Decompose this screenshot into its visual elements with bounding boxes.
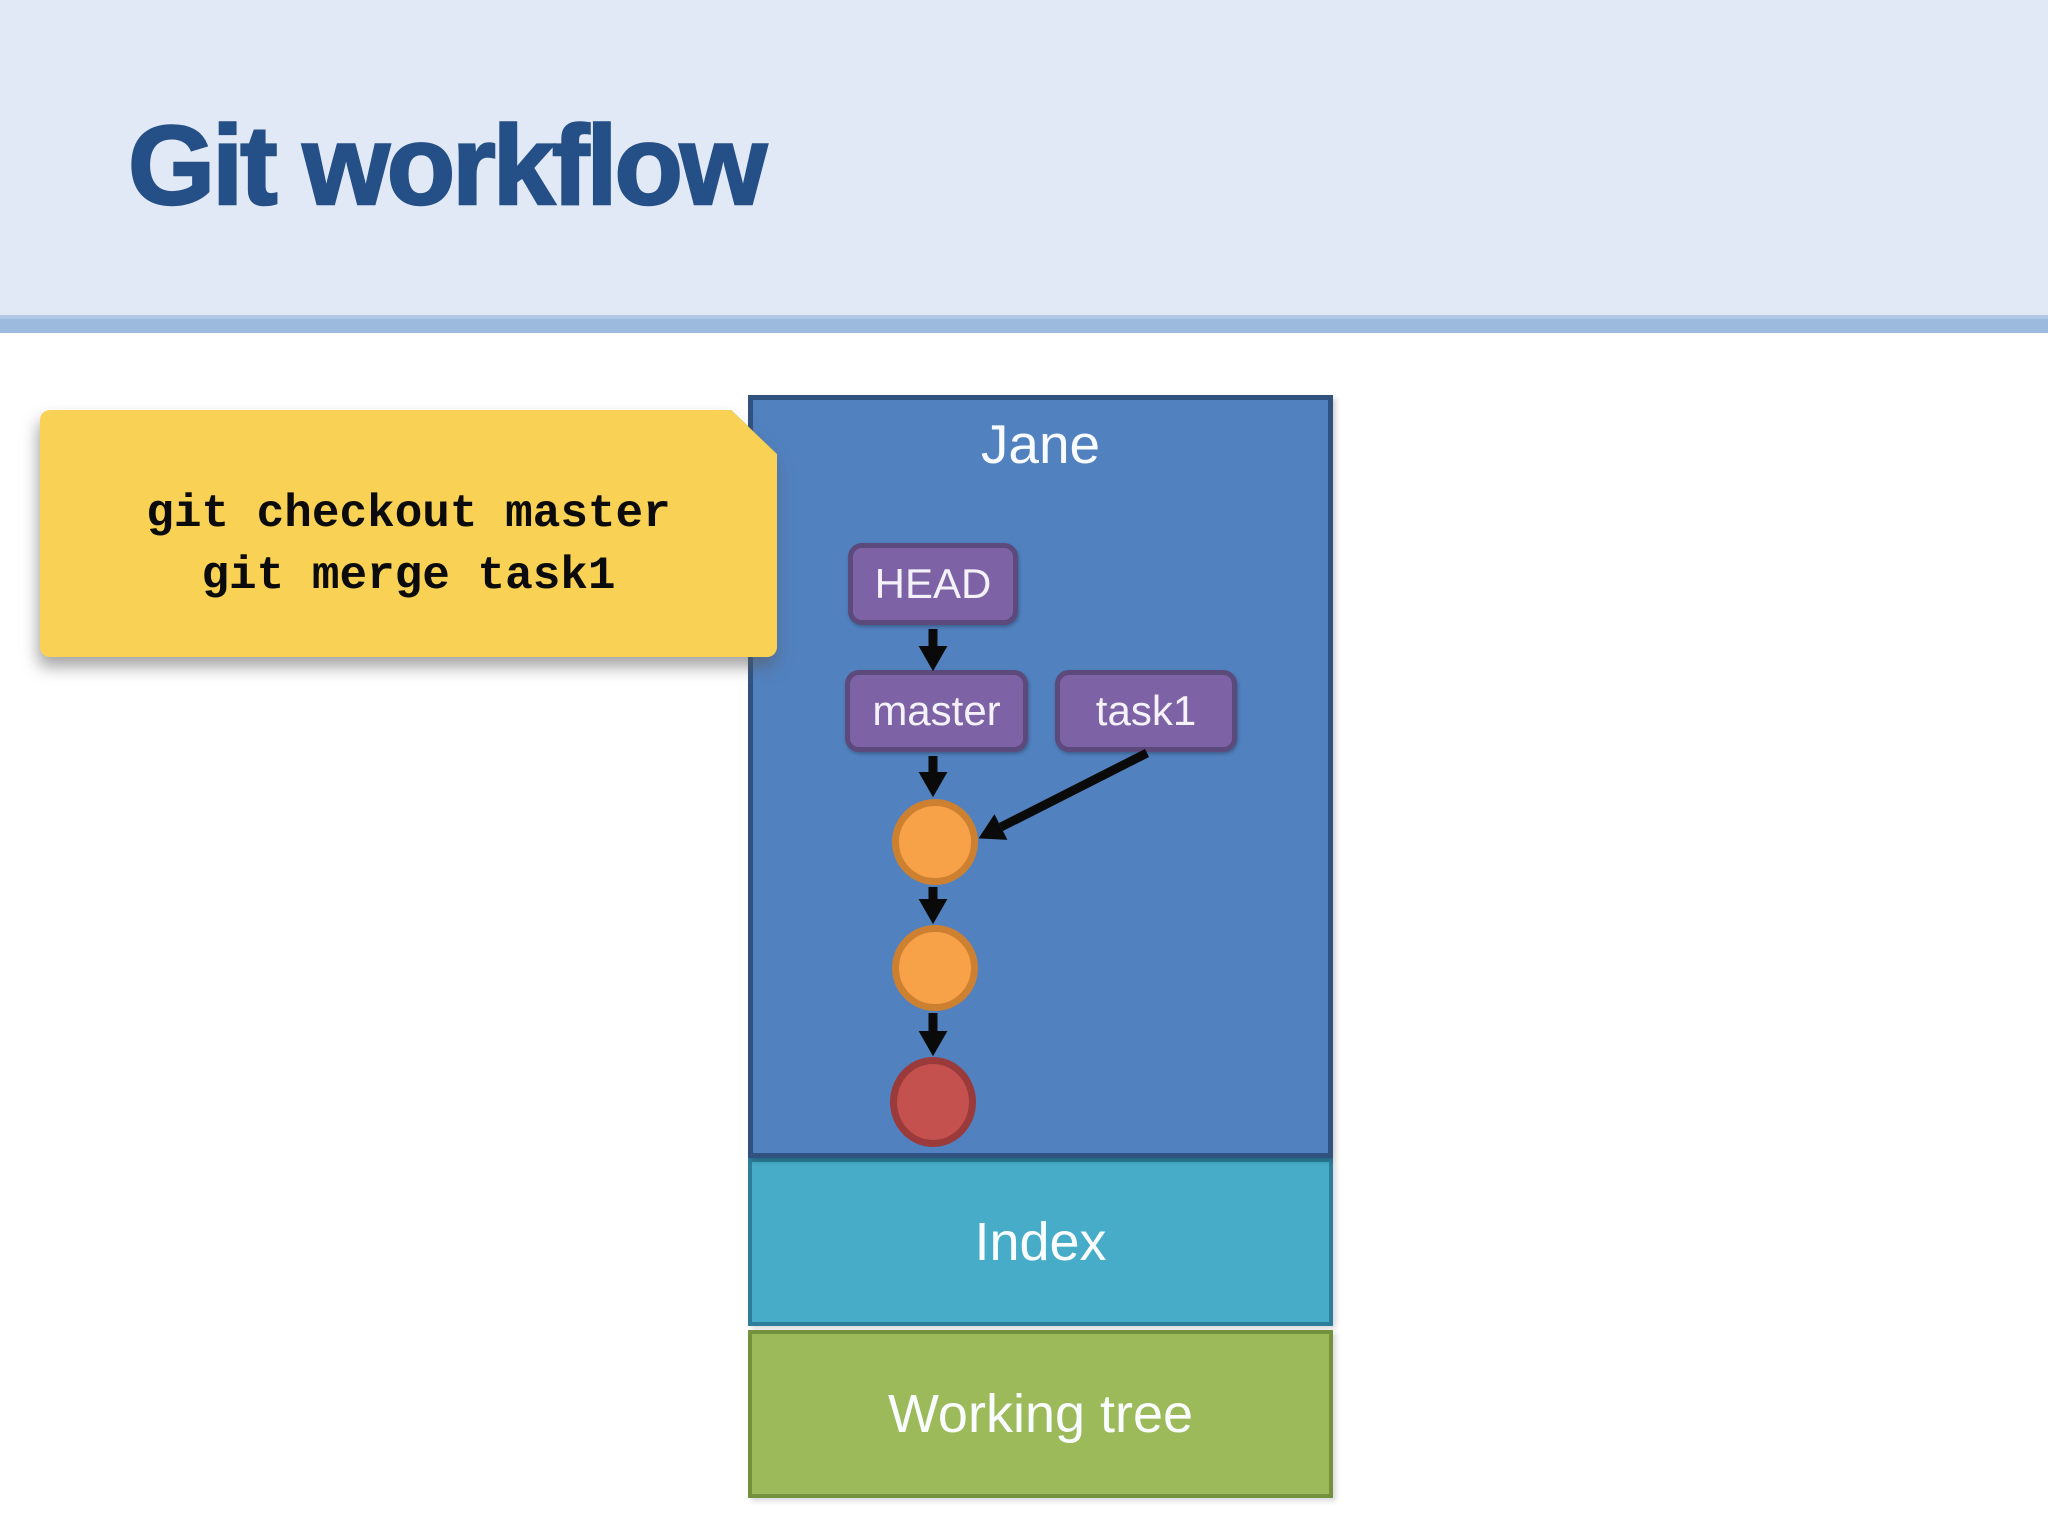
head-ref-box: HEAD: [848, 543, 1018, 625]
header-band: [0, 0, 2048, 315]
commit-node-2: [892, 925, 978, 1011]
page-title: Git workflow: [127, 103, 769, 229]
code-line-2: git merge task1: [201, 549, 616, 602]
branch-ref-box-task1: task1: [1055, 670, 1237, 752]
head-ref-label: HEAD: [874, 560, 992, 607]
working-tree-band: Working tree: [748, 1330, 1333, 1498]
commit-node-1: [892, 799, 978, 885]
branch-task1-label: task1: [1095, 687, 1197, 734]
repo-panel-jane: Jane HEAD master task1: [748, 395, 1333, 1158]
code-line-1: git checkout master: [146, 487, 671, 540]
commit-node-3: [890, 1057, 976, 1147]
index-label: Index: [974, 1212, 1107, 1272]
header-divider: [0, 315, 2048, 333]
branch-master-label: master: [872, 687, 1001, 734]
branch-ref-box-master: master: [845, 670, 1028, 752]
index-band: Index: [748, 1158, 1333, 1326]
callout-text: git checkout master git merge task1: [40, 410, 777, 657]
working-tree-label: Working tree: [887, 1384, 1194, 1444]
repo-owner-label: Jane: [980, 413, 1101, 475]
code-callout-body: git checkout master git merge task1: [40, 410, 777, 657]
code-callout: git checkout master git merge task1: [40, 410, 777, 657]
